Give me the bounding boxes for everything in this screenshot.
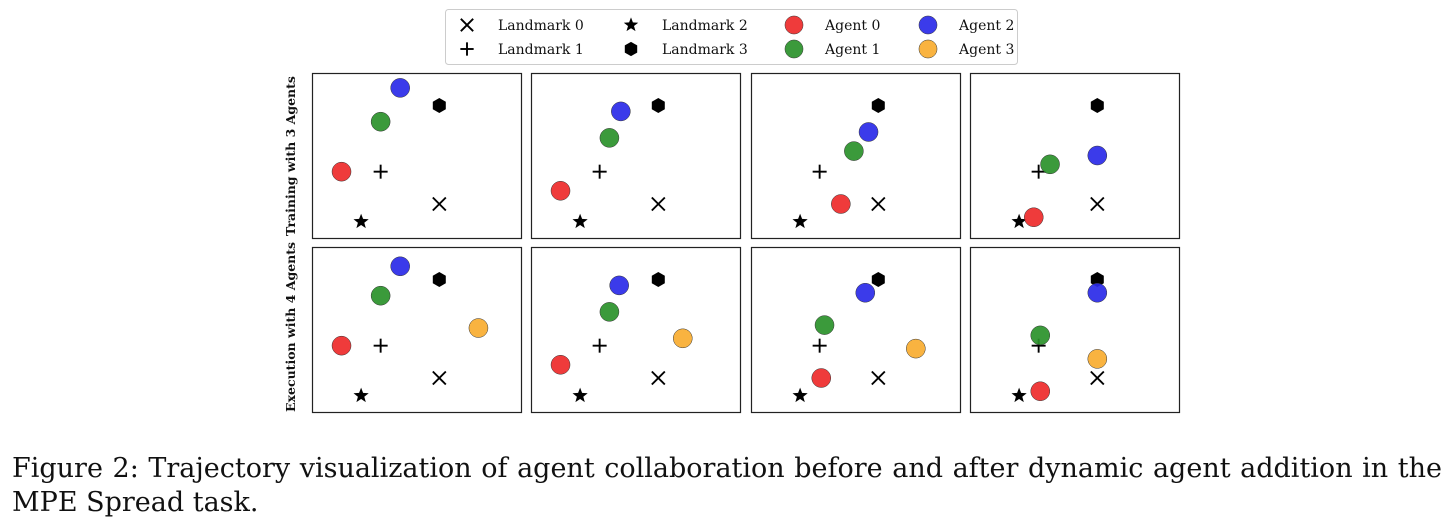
legend-label-landmark-2: Landmark 2: [662, 18, 748, 34]
legend-marker-landmark-0: [460, 18, 474, 32]
row-labels: Execution with 4 Agents Training with 3 A…: [283, 76, 298, 412]
agent-agent-3: [906, 338, 926, 359]
panel-frame: [311, 72, 523, 240]
agent-agent-1: [599, 302, 620, 322]
landmark-landmark-0: [432, 196, 447, 212]
legend-label-landmark-0: Landmark 0: [498, 18, 584, 34]
panels: [311, 72, 1181, 414]
landmark-landmark-0: [1090, 196, 1105, 212]
panel-r0-c3: [969, 72, 1181, 240]
agent-agent-0: [811, 368, 832, 388]
agent-agent-1: [1030, 325, 1051, 346]
panel-frame: [530, 246, 742, 414]
landmark-landmark-3: [871, 98, 885, 113]
legend-marker-landmark-2: [623, 17, 639, 32]
panel-r1-c0: [311, 246, 523, 414]
row-label-execution: Execution with 4 Agents: [283, 242, 298, 412]
panel-r1-c3: [969, 246, 1181, 414]
landmark-landmark-3: [432, 272, 446, 287]
panel-frame: [750, 246, 962, 414]
landmark-landmark-1: [1031, 164, 1046, 179]
landmark-landmark-1: [373, 164, 388, 179]
panel-frame: [969, 246, 1181, 414]
legend-marker-agent-2: [918, 15, 938, 35]
agent-agent-1: [844, 141, 864, 161]
agent-agent-0: [1024, 207, 1044, 227]
legend-marker-agent-0: [784, 15, 804, 35]
legend-label-landmark-1: Landmark 1: [498, 42, 584, 58]
landmark-landmark-1: [812, 164, 827, 179]
agent-agent-2: [390, 78, 410, 98]
agent-agent-2: [1087, 283, 1108, 303]
agent-agent-0: [331, 161, 352, 182]
landmark-landmark-1: [592, 338, 607, 353]
landmark-landmark-1: [812, 338, 827, 353]
landmark-landmark-1: [373, 338, 388, 353]
agent-agent-1: [370, 285, 391, 306]
panel-r1-c1: [530, 246, 742, 414]
landmark-landmark-0: [1090, 370, 1105, 386]
agent-agent-0: [1030, 381, 1051, 401]
agent-agent-2: [609, 275, 629, 296]
agent-agent-1: [1040, 154, 1060, 175]
landmark-landmark-2: [792, 213, 808, 229]
panel-r0-c0: [311, 72, 523, 240]
landmark-landmark-3: [432, 98, 446, 113]
legend-frame: [445, 9, 1018, 65]
agent-agent-3: [468, 318, 489, 338]
landmark-landmark-0: [871, 370, 886, 386]
landmark-landmark-1: [592, 164, 607, 179]
legend-marker-agent-3: [918, 39, 938, 59]
agent-agent-2: [390, 256, 410, 277]
panel-frame: [311, 246, 523, 414]
landmark-landmark-0: [871, 196, 886, 212]
agent-agent-0: [550, 355, 571, 375]
landmark-landmark-0: [432, 370, 447, 386]
landmark-landmark-0: [651, 370, 666, 386]
landmark-landmark-2: [1011, 387, 1027, 403]
agent-agent-1: [370, 111, 391, 132]
row-label: Execution with 4 Agents Training with 3 A…: [283, 76, 298, 412]
legend-marker-landmark-3: [624, 41, 638, 57]
agent-agent-0: [550, 181, 571, 201]
legend-label-agent-1: Agent 1: [824, 42, 880, 58]
panel-r0-c2: [750, 72, 962, 240]
row-label-training: Training with 3 Agents: [283, 76, 298, 236]
landmark-landmark-0: [651, 196, 666, 212]
panel-frame: [530, 72, 742, 240]
legend-label-agent-0: Agent 0: [824, 18, 880, 34]
landmark-landmark-3: [651, 272, 665, 287]
legend-label-landmark-3: Landmark 3: [662, 42, 748, 58]
legend-label-agent-2: Agent 2: [958, 18, 1014, 34]
landmark-landmark-3: [651, 98, 665, 113]
landmark-landmark-3: [871, 272, 885, 287]
legend-marker-agent-1: [784, 39, 804, 59]
landmark-landmark-3: [1090, 98, 1104, 113]
landmark-landmark-2: [353, 387, 369, 403]
landmark-landmark-2: [572, 387, 588, 403]
agent-agent-0: [831, 194, 851, 214]
agent-agent-2: [1087, 145, 1108, 166]
legend-label-agent-3: Agent 3: [958, 42, 1014, 58]
panel-r0-c1: [530, 72, 742, 240]
landmark-landmark-2: [353, 213, 369, 229]
landmark-landmark-2: [572, 213, 588, 229]
agent-agent-0: [331, 335, 352, 356]
agent-agent-2: [611, 101, 631, 122]
figure-caption: Figure 2: Trajectory visualization of ag…: [12, 453, 1442, 518]
panel-frame: [969, 72, 1181, 240]
agent-agent-2: [855, 283, 876, 303]
landmark-landmark-2: [792, 387, 808, 403]
landmark-landmark-2: [1011, 213, 1027, 229]
agent-agent-3: [1087, 349, 1108, 369]
agent-agent-1: [599, 128, 620, 148]
agent-agent-2: [858, 122, 879, 142]
landmark-landmark-3: [1090, 272, 1104, 287]
legend-marker-landmark-1: [460, 42, 474, 56]
legend: Landmark 0 Landmark 1 Landmark 2 Landmark 3…: [445, 9, 1018, 65]
agent-agent-1: [814, 315, 835, 335]
panel-r1-c2: [750, 246, 962, 414]
agent-agent-3: [673, 328, 693, 349]
